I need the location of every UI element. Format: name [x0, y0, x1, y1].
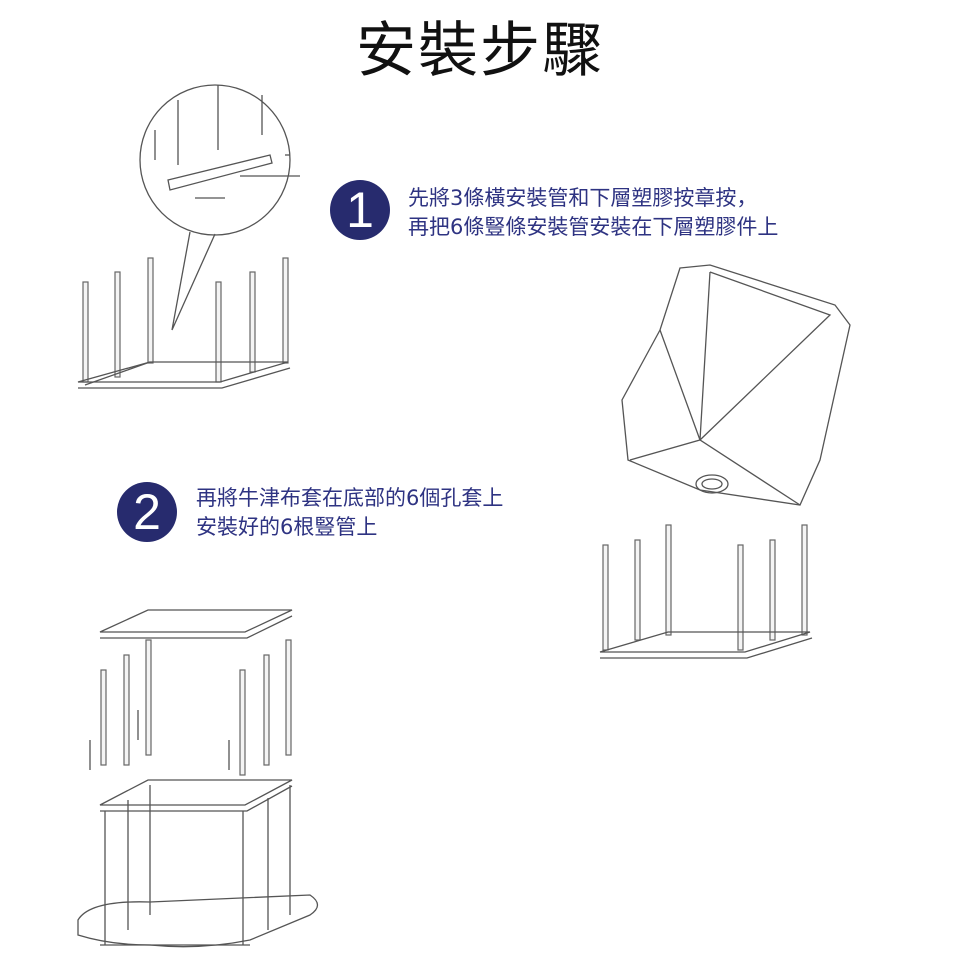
step-2-rack-illustration	[77, 609, 319, 948]
step-2-badge: 2	[117, 482, 177, 542]
magnifier-detail-illustration	[139, 84, 300, 331]
step-2-text: 再將牛津布套在底部的6個孔套上 安裝好的6根豎管上	[196, 484, 503, 542]
step-2-cover-illustration	[599, 264, 851, 659]
step-1-line-2: 再把6條豎條安裝管安裝在下層塑膠件上	[408, 215, 779, 239]
step-2-line-1: 再將牛津布套在底部的6個孔套上	[196, 486, 504, 510]
step-1-badge: 1	[330, 180, 390, 240]
step-1-line-1: 先將3條橫安裝管和下層塑膠按章按，	[408, 186, 758, 210]
step-1-frame-illustration	[77, 257, 291, 389]
page-title: 安裝步驟	[356, 16, 604, 86]
step-1-text: 先將3條橫安裝管和下層塑膠按章按， 再把6條豎條安裝管安裝在下層塑膠件上	[408, 184, 778, 242]
step-2-line-2: 安裝好的6根豎管上	[196, 515, 378, 539]
